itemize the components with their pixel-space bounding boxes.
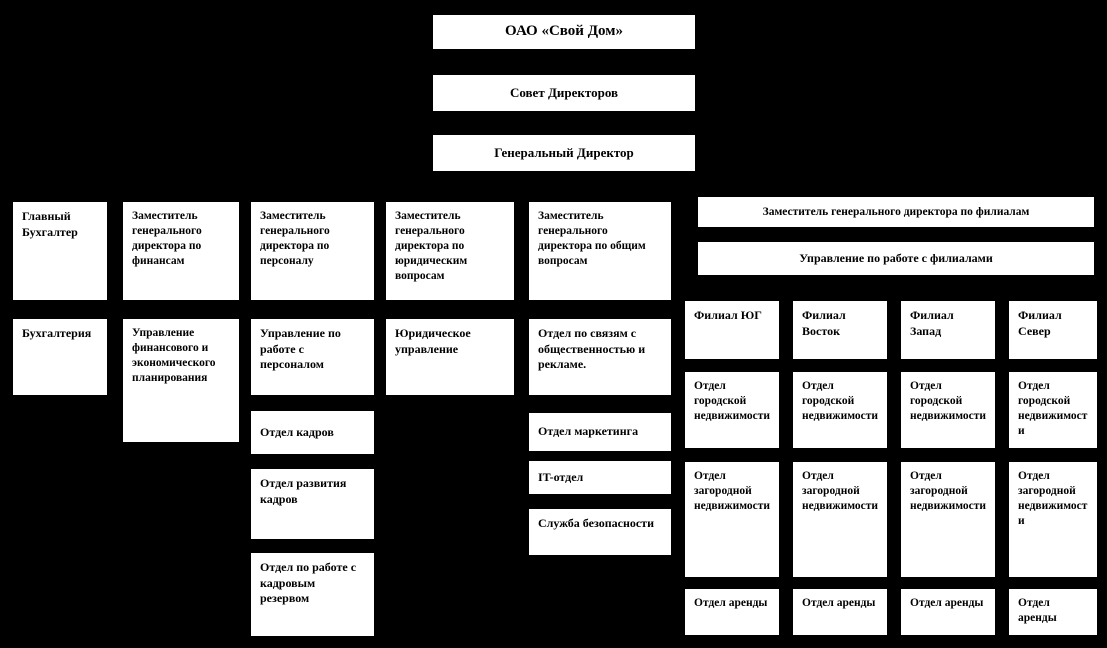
node-branch-west-rent-dept: Отдел аренды bbox=[900, 588, 996, 636]
node-company-title: ОАО «Свой Дом» bbox=[432, 14, 696, 50]
node-deputy-finance: Заместитель генерального директора по фи… bbox=[122, 201, 240, 301]
node-label: Филиал ЮГ bbox=[694, 308, 762, 322]
node-branch-west-country-dept: Отдел загородной недвижимости bbox=[900, 461, 996, 578]
node-label: Управление по работе с персоналом bbox=[260, 326, 344, 372]
node-label: Юридическое управление bbox=[395, 326, 474, 356]
node-label: Главный Бухгалтер bbox=[22, 209, 78, 239]
node-label: Отдел по связям с общественностью и рекл… bbox=[538, 326, 649, 372]
node-branch-north-urban-dept: Отдел городской недвижимости bbox=[1008, 371, 1098, 449]
node-label: Отдел загородной недвижимости bbox=[802, 470, 879, 512]
node-label: ОАО «Свой Дом» bbox=[505, 23, 623, 40]
node-personnel-development-dept: Отдел развития кадров bbox=[250, 468, 375, 540]
node-label: Отдел городской недвижимости bbox=[910, 380, 987, 422]
node-label: Отдел кадров bbox=[260, 424, 334, 439]
node-talent-reserve-dept: Отдел по работе с кадровым резервом bbox=[250, 552, 375, 637]
node-label: Управление финансового и экономического … bbox=[132, 327, 219, 384]
node-branch-north-rent-dept: Отдел аренды bbox=[1008, 588, 1098, 636]
node-general-director: Генеральный Директор bbox=[432, 134, 696, 172]
node-deputy-branches: Заместитель генерального директора по фи… bbox=[697, 196, 1095, 228]
node-label: Отдел городской недвижимости bbox=[1018, 380, 1088, 437]
node-label: Отдел городской недвижимости bbox=[802, 380, 879, 422]
node-label: Филиал Север bbox=[1018, 308, 1065, 338]
node-label: Совет Директоров bbox=[509, 84, 619, 100]
node-label: Генеральный Директор bbox=[494, 144, 634, 160]
node-chief-accountant: Главный Бухгалтер bbox=[12, 201, 108, 301]
node-label: Бухгалтерия bbox=[22, 326, 92, 340]
node-branch-south: Филиал ЮГ bbox=[684, 300, 780, 360]
node-board-of-directors: Совет Директоров bbox=[432, 74, 696, 112]
node-label: Отдел аренды bbox=[694, 597, 768, 609]
node-deputy-personnel: Заместитель генерального директора по пе… bbox=[250, 201, 375, 301]
node-label: Управление по работе с филиалами bbox=[799, 250, 993, 265]
node-security-service: Служба безопасности bbox=[528, 508, 672, 556]
node-label: Отдел аренды bbox=[802, 597, 876, 609]
node-label: Филиал Запад bbox=[910, 308, 957, 338]
node-label: Отдел по работе с кадровым резервом bbox=[260, 560, 360, 606]
node-accounting: Бухгалтерия bbox=[12, 318, 108, 396]
node-branch-east: Филиал Восток bbox=[792, 300, 888, 360]
node-marketing-dept: Отдел маркетинга bbox=[528, 412, 672, 452]
node-branch-management: Управление по работе с филиалами bbox=[697, 241, 1095, 276]
node-branch-west-urban-dept: Отдел городской недвижимости bbox=[900, 371, 996, 449]
node-personnel-management: Управление по работе с персоналом bbox=[250, 318, 375, 396]
node-label: Отдел развития кадров bbox=[260, 476, 350, 506]
node-branch-east-rent-dept: Отдел аренды bbox=[792, 588, 888, 636]
node-label: Заместитель генерального директора по об… bbox=[538, 210, 649, 267]
node-branch-north-country-dept: Отдел загородной недвижимости bbox=[1008, 461, 1098, 578]
node-deputy-legal: Заместитель генерального директора по юр… bbox=[385, 201, 515, 301]
node-branch-south-country-dept: Отдел загородной недвижимости bbox=[684, 461, 780, 578]
node-label: Заместитель генерального директора по фи… bbox=[762, 205, 1030, 218]
node-legal-management: Юридическое управление bbox=[385, 318, 515, 396]
node-label: Филиал Восток bbox=[802, 308, 849, 338]
node-pr-advertising-dept: Отдел по связям с общественностью и рекл… bbox=[528, 318, 672, 396]
node-branch-east-country-dept: Отдел загородной недвижимости bbox=[792, 461, 888, 578]
node-finance-planning-management: Управление финансового и экономического … bbox=[122, 318, 240, 443]
node-branch-south-rent-dept: Отдел аренды bbox=[684, 588, 780, 636]
node-label: Служба безопасности bbox=[538, 516, 654, 530]
node-deputy-general-affairs: Заместитель генерального директора по об… bbox=[528, 201, 672, 301]
node-branch-south-urban-dept: Отдел городской недвижимости bbox=[684, 371, 780, 449]
node-label: Заместитель генерального директора по фи… bbox=[132, 210, 205, 267]
node-label: Заместитель генерального директора по юр… bbox=[395, 210, 471, 282]
node-label: Отдел загородной недвижимости bbox=[694, 470, 771, 512]
node-label: Заместитель генерального директора по пе… bbox=[260, 210, 333, 267]
node-label: Отдел городской недвижимости bbox=[694, 380, 771, 422]
node-branch-north: Филиал Север bbox=[1008, 300, 1098, 360]
node-branch-east-urban-dept: Отдел городской недвижимости bbox=[792, 371, 888, 449]
node-label: Отдел аренды bbox=[1018, 597, 1057, 624]
node-label: IT-отдел bbox=[538, 469, 584, 484]
node-branch-west: Филиал Запад bbox=[900, 300, 996, 360]
node-label: Отдел аренды bbox=[910, 597, 984, 609]
node-it-dept: IT-отдел bbox=[528, 460, 672, 495]
node-label: Отдел загородной недвижимости bbox=[1018, 470, 1088, 527]
node-label: Отдел маркетинга bbox=[538, 424, 639, 439]
node-hr-dept: Отдел кадров bbox=[250, 410, 375, 455]
node-label: Отдел загородной недвижимости bbox=[910, 470, 987, 512]
